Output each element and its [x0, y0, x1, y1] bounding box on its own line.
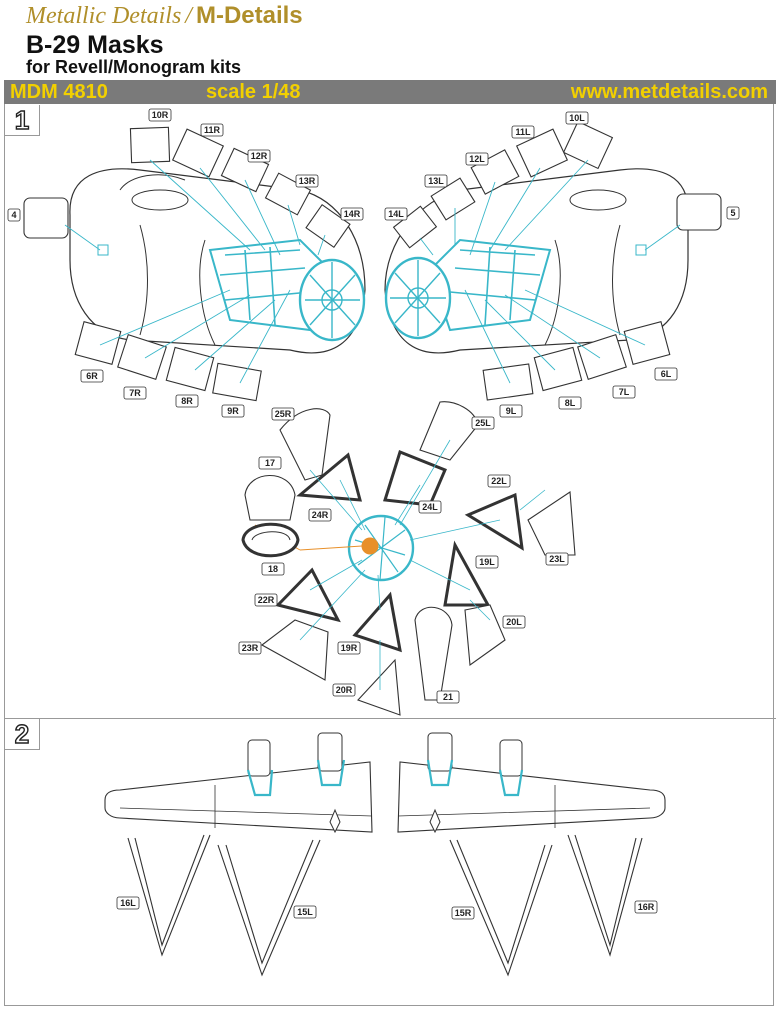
label-10R: 10R	[152, 110, 169, 120]
mask-pieces-right-lower	[74, 320, 262, 402]
product-code: MDM 4810	[10, 81, 108, 103]
brand-logo: Metallic Details/M-Details	[26, 2, 303, 30]
label-5: 5	[730, 208, 735, 218]
leader-lines-right	[64, 159, 326, 384]
label-17: 17	[265, 458, 275, 468]
label-13R: 13R	[299, 176, 316, 186]
label-14R: 14R	[344, 209, 361, 219]
mask-pieces-left-lower	[482, 320, 671, 401]
label-9L: 9L	[506, 406, 517, 416]
info-band: MDM 4810 scale 1/48 www.metdetails.com	[4, 80, 776, 104]
label-8L: 8L	[565, 398, 576, 408]
labels-right: 10R 11R 12R 13R 14R 4 6R 7R 8R 9R	[7, 108, 364, 418]
label-16R: 16R	[638, 902, 655, 912]
page-subtitle: for Revell/Monogram kits	[26, 57, 242, 77]
label-25L: 25L	[475, 418, 491, 428]
label-23L: 23L	[549, 554, 565, 564]
label-11L: 11L	[515, 127, 531, 137]
leader-lines-left	[419, 159, 681, 384]
label-9R: 9R	[227, 406, 239, 416]
label-13L: 13L	[428, 176, 444, 186]
label-21: 21	[443, 692, 453, 702]
label-22R: 22R	[258, 595, 275, 605]
brand-short-name: M-Details	[195, 2, 303, 29]
wing-left	[104, 732, 373, 834]
label-14L: 14L	[388, 209, 404, 219]
nose-right-view	[69, 168, 366, 354]
labels-center: 25R 24R 25L 24L 17 18 22L 23L 19L 20L 22…	[238, 407, 569, 704]
label-6R: 6R	[86, 371, 98, 381]
mask-pieces-left-upper	[392, 120, 722, 249]
label-20R: 20R	[336, 685, 353, 695]
label-10L: 10L	[569, 113, 585, 123]
nose-left-view	[384, 168, 689, 354]
label-15R: 15R	[455, 908, 472, 918]
label-16L: 16L	[120, 898, 136, 908]
label-12L: 12L	[469, 154, 485, 164]
tail-turret-group	[241, 401, 576, 716]
labels-left: 10L 11L 12L 13L 14L 5 6L 7L 8L 9L	[384, 111, 740, 418]
label-15L: 15L	[297, 907, 313, 917]
label-22L: 22L	[491, 476, 507, 486]
website-link: www.metdetails.com	[570, 81, 768, 103]
label-4: 4	[11, 210, 16, 220]
label-18: 18	[268, 564, 278, 574]
label-8R: 8R	[181, 396, 193, 406]
label-19R: 19R	[341, 643, 358, 653]
section-2-number: 2	[5, 718, 40, 750]
label-20L: 20L	[506, 617, 522, 627]
labels-wings: 16L 15L 15R 16R	[116, 896, 658, 920]
mask-pieces-right-upper	[23, 126, 351, 248]
brand-separator: /	[185, 3, 192, 29]
label-25R: 25R	[275, 409, 292, 419]
wing-strip-masks	[127, 834, 643, 977]
page-title: B-29 Masks	[26, 31, 164, 59]
label-24L: 24L	[422, 502, 438, 512]
label-6L: 6L	[661, 369, 672, 379]
label-24R: 24R	[312, 510, 329, 520]
scale-label: scale 1/48	[206, 81, 301, 103]
instruction-frame	[4, 104, 774, 1006]
brand-script-text: Metallic Details	[26, 3, 182, 29]
label-11R: 11R	[204, 125, 221, 135]
section-divider	[4, 718, 776, 719]
wing-right	[397, 732, 666, 834]
label-7L: 7L	[619, 387, 630, 397]
label-7R: 7R	[129, 388, 141, 398]
label-12R: 12R	[251, 151, 268, 161]
section-1-number: 1	[5, 104, 40, 136]
label-23R: 23R	[242, 643, 259, 653]
label-19L: 19L	[479, 557, 495, 567]
